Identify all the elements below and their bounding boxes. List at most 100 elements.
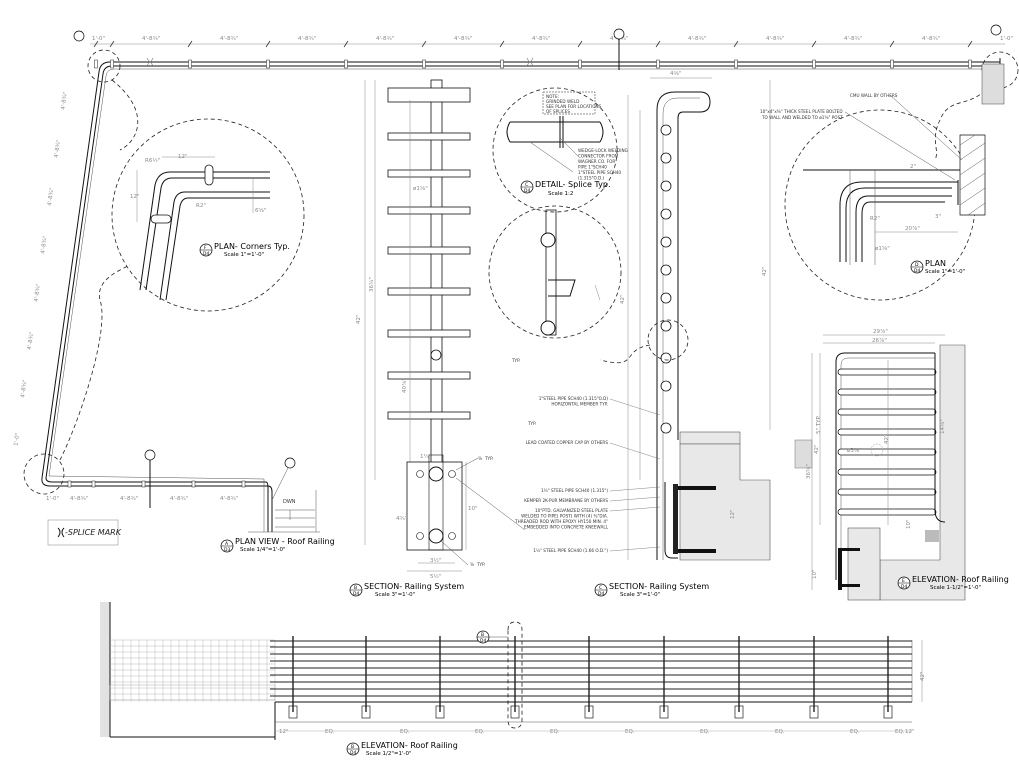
view-title: PLAN — [925, 259, 946, 268]
post-base — [584, 705, 594, 719]
dimension-label: 12" — [905, 729, 915, 735]
section-railing-system-b: ø1⅝" 42" 36¾" 40⅞" 10" 4¾" 1¼" 3½" 5½" ⅜… — [349, 79, 526, 598]
rail-post — [812, 59, 816, 69]
dimension-label: 14⅝" — [940, 419, 946, 434]
horizontal-rail-bar — [387, 169, 471, 178]
rail-post — [500, 59, 504, 69]
view-tag-letter: C — [599, 585, 602, 591]
view-tag-letter: E — [902, 578, 905, 584]
dimension-label: 5½" — [430, 573, 441, 580]
section-note-line: THREADED ROD WITH EPOXY HY150 MIN. 4" — [514, 519, 608, 524]
dimension-tick — [577, 40, 583, 48]
splice-mark — [146, 57, 154, 67]
horizontal-rail-bar — [387, 246, 471, 255]
rail-post — [344, 59, 348, 69]
dimension-label: 4⅜" — [670, 71, 681, 77]
splice-callout-line: (1.315"O.D.) — [578, 176, 605, 181]
view-tag-sheet: D4 — [598, 591, 604, 597]
view-tag-sheet: D4 — [901, 584, 907, 590]
rail-post — [241, 480, 246, 488]
view-scale: Scale 1-1/2"=1'-0" — [930, 585, 981, 591]
dimension-label: 20⅞" — [905, 226, 920, 232]
view-title: ELEVATION- Roof Railing — [912, 575, 1009, 584]
dimension-label: 4'-8¾" — [60, 91, 68, 110]
elevation-e: 29⅞" 26⅞" 36⅝" 42" 5" TYP. ø3⅝" 42" 10" … — [794, 329, 1009, 601]
leader-line — [609, 506, 661, 512]
rail-post — [968, 59, 972, 69]
dimension-tick — [421, 40, 427, 48]
horizontal-rail-bar — [387, 411, 471, 420]
corner-callout-circle — [87, 49, 121, 83]
dimension-label: 12" — [178, 154, 188, 160]
rail-post — [578, 59, 582, 69]
dimension-label: EQ. — [325, 729, 335, 735]
weld-symbol: ⅜ — [470, 562, 474, 567]
rail-post — [422, 59, 426, 69]
dimension-label: 1¼" — [420, 454, 431, 460]
view-tag-sheet: D4 — [524, 188, 530, 194]
horizontal-rail-bar — [387, 287, 471, 296]
detail-post-pipe — [488, 205, 622, 339]
dimension-label: EQ. — [550, 729, 560, 735]
dimension-label: 42" — [762, 266, 768, 276]
dimension-label: EQ. — [400, 729, 410, 735]
rail-post — [191, 480, 196, 488]
view-scale: Scale 3"=1'-0" — [375, 592, 415, 598]
view-title: PLAN- Corners Typ. — [214, 242, 290, 251]
dimension-label: 12" — [730, 509, 736, 519]
dimension-label: 4'-8¾" — [766, 36, 784, 42]
view-title-a: A D3 PLAN VIEW - Roof Railing Scale 1/4"… — [220, 537, 335, 553]
horizontal-rail-section — [660, 422, 672, 434]
dimension-label: 4'-8¾" — [34, 283, 42, 302]
view-scale: Scale 1:2 — [548, 191, 573, 197]
horizontal-rail-bar — [387, 371, 471, 380]
horizontal-rail-bar — [837, 368, 937, 376]
dimension-label: 36⅝" — [806, 464, 812, 479]
corner-callout-circle — [23, 453, 65, 495]
splice-note-line: OF SPLICES — [546, 109, 570, 114]
horizontal-rail-bar — [387, 206, 471, 215]
rail-post — [188, 59, 192, 69]
leader-line — [609, 486, 661, 492]
view-scale: Scale 1/4"=1'-0" — [240, 547, 286, 553]
dimension-label: 4'-8¾" — [120, 496, 138, 502]
dimension-tick — [499, 40, 505, 48]
dimension-label: 36¾" — [369, 277, 375, 292]
typ-label: TYP. — [484, 456, 493, 461]
rail-post — [141, 480, 146, 488]
horizontal-rail-section — [660, 236, 672, 248]
view-tag-sheet: D3 — [224, 547, 230, 553]
dimension-label: ø3⅝" — [847, 448, 862, 454]
wall-band — [109, 684, 276, 701]
dimension-label: 4'-8¾" — [40, 235, 48, 254]
splice-callout-line: CONNECTOR FROM — [578, 154, 619, 159]
leader-line — [609, 442, 661, 460]
dimension-tick — [967, 40, 973, 48]
note-cmu-wall: CMU WALL BY OTHERS — [850, 93, 898, 98]
post-base — [435, 705, 445, 719]
post-base — [510, 705, 520, 719]
splice-callout-line: WEDGE-LOCK WELDING — [578, 148, 628, 153]
dimension-label: 4'-8¾" — [142, 36, 160, 42]
typ-label: TYP. — [476, 562, 485, 567]
dimension-tick — [889, 40, 895, 48]
dimension-label: 4'-8¾" — [20, 379, 28, 398]
dimension-label: R2" — [870, 216, 880, 222]
dimension-tick — [265, 40, 271, 48]
dimension-label: EQ. — [700, 729, 710, 735]
horizontal-rail-section — [660, 124, 672, 136]
horizontal-rail-bar — [837, 448, 937, 456]
section-marker — [73, 24, 1002, 508]
horizontal-rail-bar — [837, 428, 937, 436]
detail-plan-wall: 20⅞" 3" R2" ø1⅝" 2" CMU WALL BY OTHERS 1… — [760, 63, 1005, 301]
splice-callout-line: WAGNER CO. FOR — [578, 159, 615, 164]
horizontal-rail-section — [660, 208, 672, 220]
note-steel-plate: 10"x4"x⅜" THICK STEEL PLATE BOLTED — [760, 109, 843, 114]
view-title: SECTION- Railing System — [609, 582, 709, 591]
dimension-label: EQ. — [625, 729, 635, 735]
leader-line — [609, 546, 661, 552]
dimension-label: 4¾" — [396, 516, 407, 522]
view-scale: Scale 1"=1'-0" — [925, 269, 965, 275]
horizontal-rail-bar — [387, 132, 471, 141]
rail-post — [91, 480, 96, 488]
